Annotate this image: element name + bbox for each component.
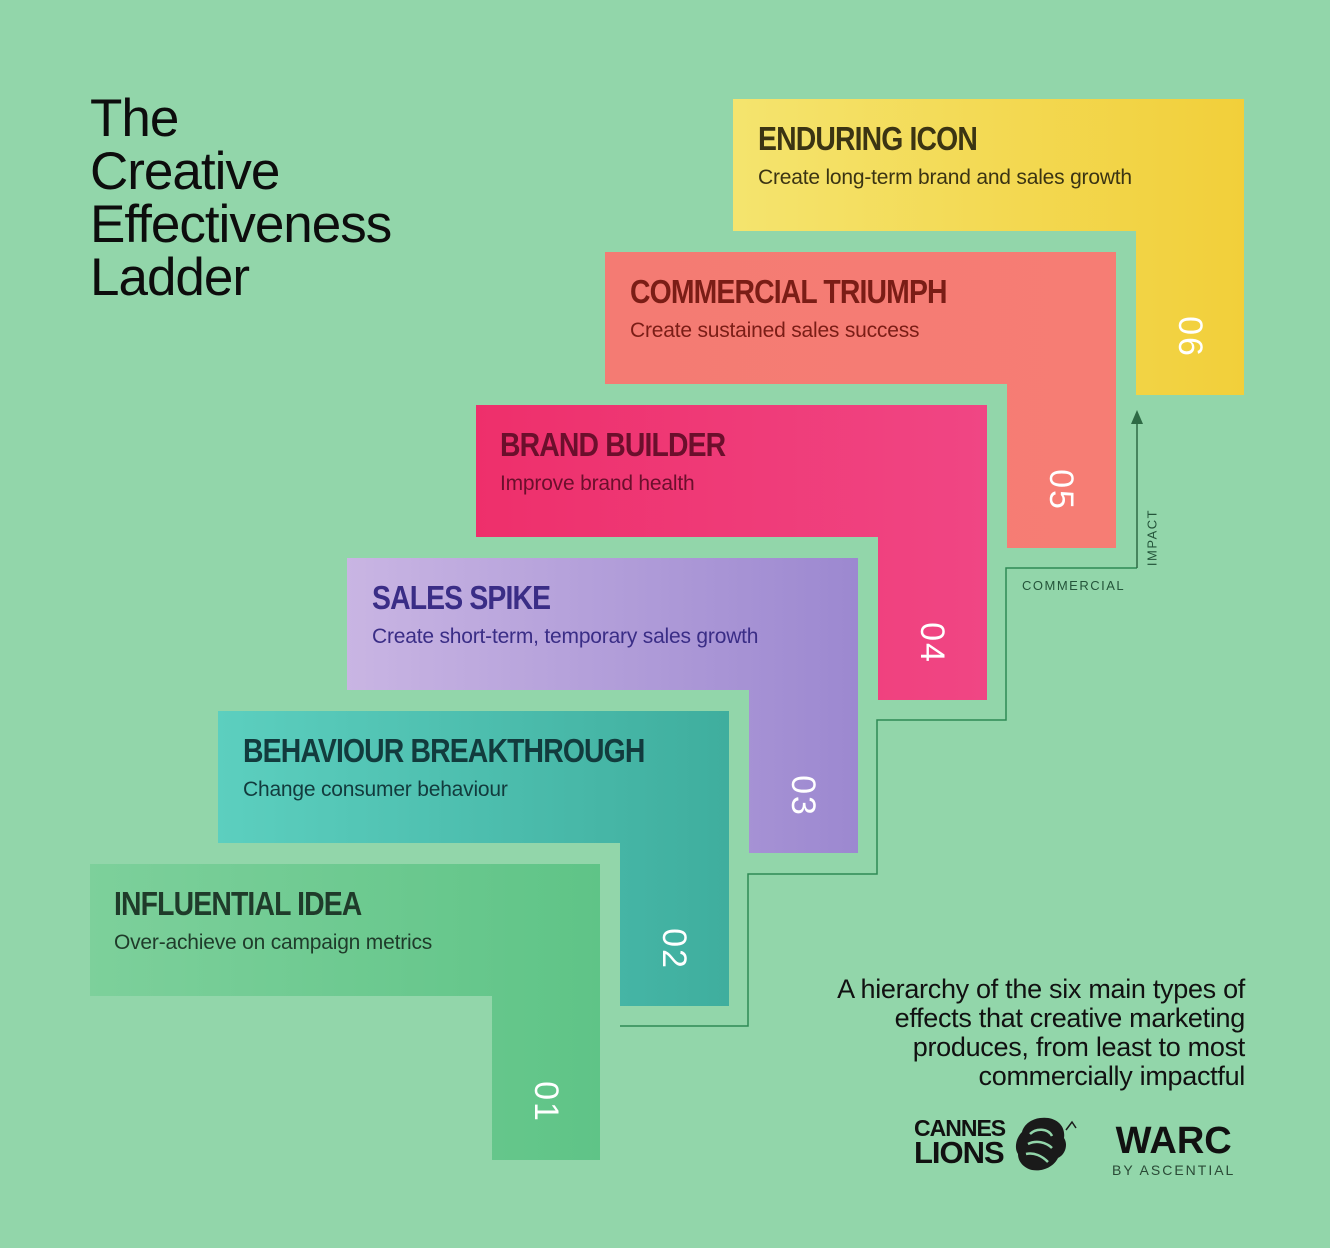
impact-arrow-icon bbox=[1131, 410, 1143, 424]
step-03-number: 03 bbox=[784, 775, 822, 817]
title-line-1: The bbox=[90, 89, 179, 148]
title-line-2: Creative bbox=[90, 142, 280, 201]
step-01: INFLUENTIAL IDEA Over-achieve on campaig… bbox=[114, 886, 432, 956]
warc-logo-text: WARC bbox=[1115, 1120, 1232, 1162]
step-02-shape bbox=[218, 711, 729, 1006]
step-05-desc: Create sustained sales success bbox=[630, 319, 920, 342]
summary-text: A hierarchy of the six main types of eff… bbox=[837, 974, 1245, 1091]
step-03-shape bbox=[347, 558, 858, 853]
cannes-logo-line-1: CANNES bbox=[914, 1115, 1006, 1141]
axis-label-commercial: COMMERCIAL bbox=[1022, 578, 1126, 593]
step-06-number: 06 bbox=[1171, 316, 1209, 358]
step-02-desc: Change consumer behaviour bbox=[243, 778, 508, 801]
step-04-number: 04 bbox=[913, 622, 951, 664]
step-04-shape bbox=[476, 405, 987, 700]
step-02-name: BEHAVIOUR BREAKTHROUGH bbox=[243, 732, 645, 769]
lion-head-icon bbox=[1015, 1117, 1077, 1171]
step-04: BRAND BUILDER Improve brand health bbox=[500, 427, 762, 497]
title-line-3: Effectiveness bbox=[90, 195, 392, 254]
cannes-logo-line-2: LIONS bbox=[914, 1135, 1005, 1170]
step-06-shape bbox=[733, 99, 1244, 395]
step-06-desc: Create long-term brand and sales growth bbox=[758, 166, 1132, 189]
step-06: ENDURING ICON Create long-term brand and… bbox=[758, 121, 1132, 191]
step-03-name: SALES SPIKE bbox=[372, 579, 551, 616]
step-01-shape bbox=[90, 864, 600, 1160]
step-05-number: 05 bbox=[1042, 469, 1080, 511]
step-03-desc: Create short-term, temporary sales growt… bbox=[372, 625, 759, 648]
step-05-shape bbox=[605, 252, 1116, 548]
cannes-lions-logo: CANNES LIONS bbox=[914, 1115, 1006, 1170]
title-line-4: Ladder bbox=[90, 248, 250, 307]
step-02-number: 02 bbox=[655, 928, 693, 970]
step-04-desc: Improve brand health bbox=[500, 472, 695, 495]
step-02: BEHAVIOUR BREAKTHROUGH Change consumer b… bbox=[243, 733, 710, 803]
step-06-name: ENDURING ICON bbox=[758, 120, 978, 157]
step-04-name: BRAND BUILDER bbox=[500, 426, 726, 463]
step-01-name: INFLUENTIAL IDEA bbox=[114, 885, 362, 922]
step-05: COMMERCIAL TRIUMPH Create sustained sale… bbox=[630, 274, 998, 344]
warc-logo-subtext: BY ASCENTIAL bbox=[1112, 1162, 1236, 1178]
step-01-desc: Over-achieve on campaign metrics bbox=[114, 931, 433, 954]
step-01-number: 01 bbox=[527, 1081, 565, 1123]
page-title: The Creative Effectiveness Ladder bbox=[90, 89, 392, 307]
step-05-name: COMMERCIAL TRIUMPH bbox=[630, 273, 948, 310]
axis-label-impact: IMPACT bbox=[1144, 508, 1160, 567]
warc-logo: WARC BY ASCENTIAL bbox=[1112, 1122, 1235, 1178]
step-03: SALES SPIKE Create short-term, temporary… bbox=[372, 580, 758, 650]
staircase-outline bbox=[620, 567, 1137, 1027]
